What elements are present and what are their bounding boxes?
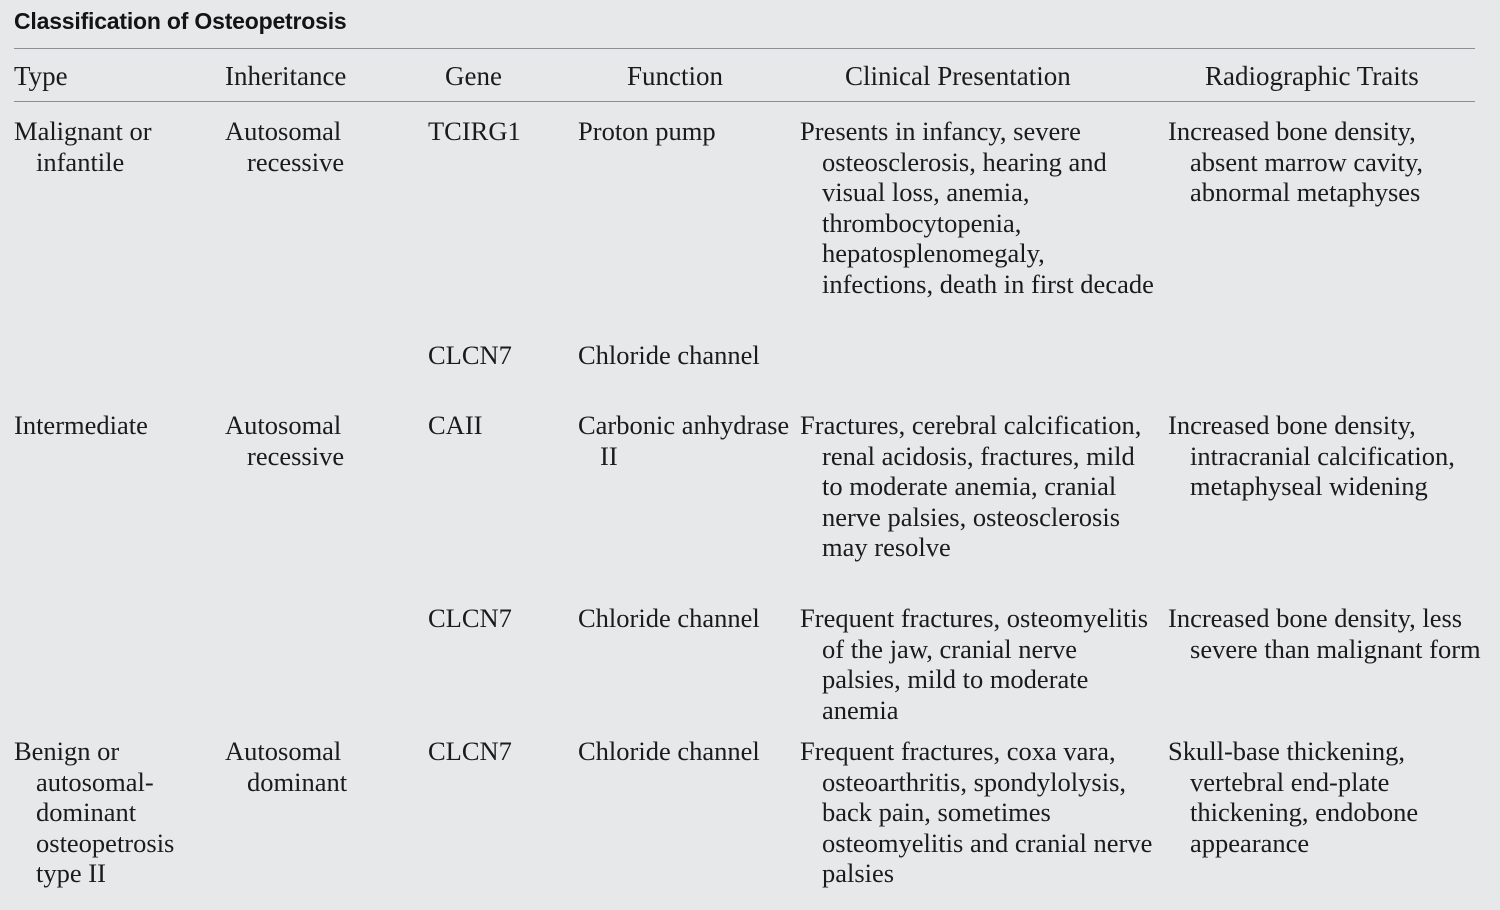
cell-inheritance: Autosomal dominant	[225, 736, 348, 797]
cell-type: Intermediate	[14, 410, 148, 440]
cell-function: Chloride channel	[578, 603, 760, 633]
column-header-radiographic-traits: Radiographic Traits	[1205, 61, 1419, 91]
cell-gene: CLCN7	[428, 736, 512, 766]
column-header-function: Function	[627, 61, 724, 91]
cell-function: Chloride channel	[578, 340, 760, 370]
cell-function: Chloride channel	[578, 736, 760, 766]
table-header-row: Type Inheritance Gene Function Clinical …	[0, 58, 1500, 98]
cell-gene: CLCN7	[428, 603, 512, 633]
table-header-rule	[14, 101, 1475, 102]
cell-gene: TCIRG1	[428, 116, 521, 146]
cell-gene: CLCN7	[428, 340, 512, 370]
cell-inheritance: Autosomal recessive	[225, 116, 345, 177]
cell-function: Carbonic anhydrase II	[578, 410, 790, 471]
cell-clinical-presentation: Frequent fractures, osteomyelitis of the…	[800, 603, 1149, 725]
column-header-inheritance: Inheritance	[225, 61, 347, 91]
cell-radiographic-traits: Increased bone density, less severe than…	[1168, 603, 1481, 664]
cell-radiographic-traits: Increased bone density, absent marrow ca…	[1168, 116, 1424, 207]
cell-type: Malignant or infantile	[14, 116, 152, 177]
cell-clinical-presentation: Fractures, cerebral calcification, renal…	[800, 410, 1142, 562]
cell-clinical-presentation: Frequent fractures, coxa vara, osteoarth…	[800, 736, 1153, 888]
column-header-clinical-presentation: Clinical Presentation	[845, 61, 1071, 91]
cell-type: Benign or autosomal-dominant osteopetros…	[14, 736, 175, 888]
cell-radiographic-traits: Skull-base thickening, vertebral end-pla…	[1168, 736, 1419, 858]
cell-inheritance: Autosomal recessive	[225, 410, 345, 471]
table-top-rule	[14, 48, 1475, 49]
cell-gene: CAII	[428, 410, 483, 440]
cell-radiographic-traits: Increased bone density, intracranial cal…	[1168, 410, 1455, 501]
cell-function: Proton pump	[578, 116, 716, 146]
figure-title: Classification of Osteopetrosis	[14, 8, 347, 34]
column-header-type: Type	[14, 61, 68, 91]
cell-clinical-presentation: Presents in infancy, severe osteoscleros…	[800, 116, 1154, 299]
column-header-gene: Gene	[445, 61, 502, 91]
